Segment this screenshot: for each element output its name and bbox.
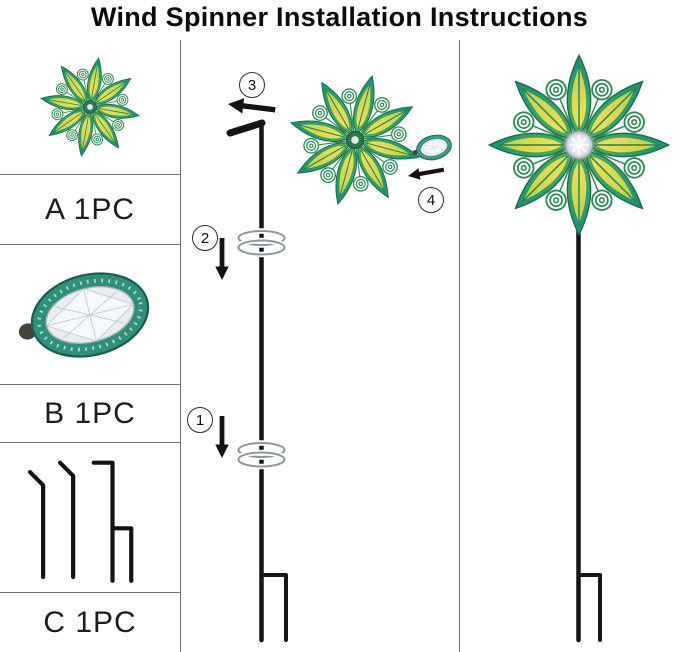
step-4-arrow-icon — [406, 163, 445, 182]
assembly-steps-panel: 3 4 2 1 — [181, 40, 460, 652]
step-4-badge: 4 — [418, 187, 444, 213]
step-2-badge: 2 — [192, 225, 218, 251]
center-gem-icon — [564, 130, 594, 160]
part-b-label: B 1PC — [44, 396, 136, 430]
step-1-badge: 1 — [187, 407, 213, 433]
part-b-image-cell — [0, 245, 180, 385]
content-columns: A 1PC B 1PC C 1PC — [0, 40, 679, 652]
part-a-image-cell — [0, 40, 180, 175]
parts-list: A 1PC B 1PC C 1PC — [0, 40, 181, 652]
part-c-image-cell — [0, 443, 180, 593]
solar-gem-icon — [14, 259, 159, 373]
assembled-view-panel — [460, 40, 679, 652]
step-3-arrow-icon — [227, 96, 277, 118]
part-a-label-cell: A 1PC — [0, 175, 180, 245]
ground-stakes-icon — [15, 447, 165, 589]
assembly-spinner-icon — [274, 59, 436, 221]
part-a-label: A 1PC — [44, 192, 136, 226]
spinner-head-icon — [24, 43, 156, 171]
step-2-arrow-icon — [215, 238, 229, 280]
assembly-pole — [226, 119, 288, 643]
part-b-label-cell: B 1PC — [0, 385, 180, 443]
assembled-spinner-diagram — [460, 40, 678, 643]
assembly-diagram — [215, 40, 455, 643]
part-c-label-cell: C 1PC — [0, 593, 180, 652]
page-title: Wind Spinner Installation Instructions — [90, 2, 589, 32]
assembly-gem-icon — [411, 130, 455, 165]
step-3-badge: 3 — [239, 72, 265, 98]
step-1-arrow-icon — [215, 416, 229, 458]
part-c-label: C 1PC — [43, 605, 137, 639]
